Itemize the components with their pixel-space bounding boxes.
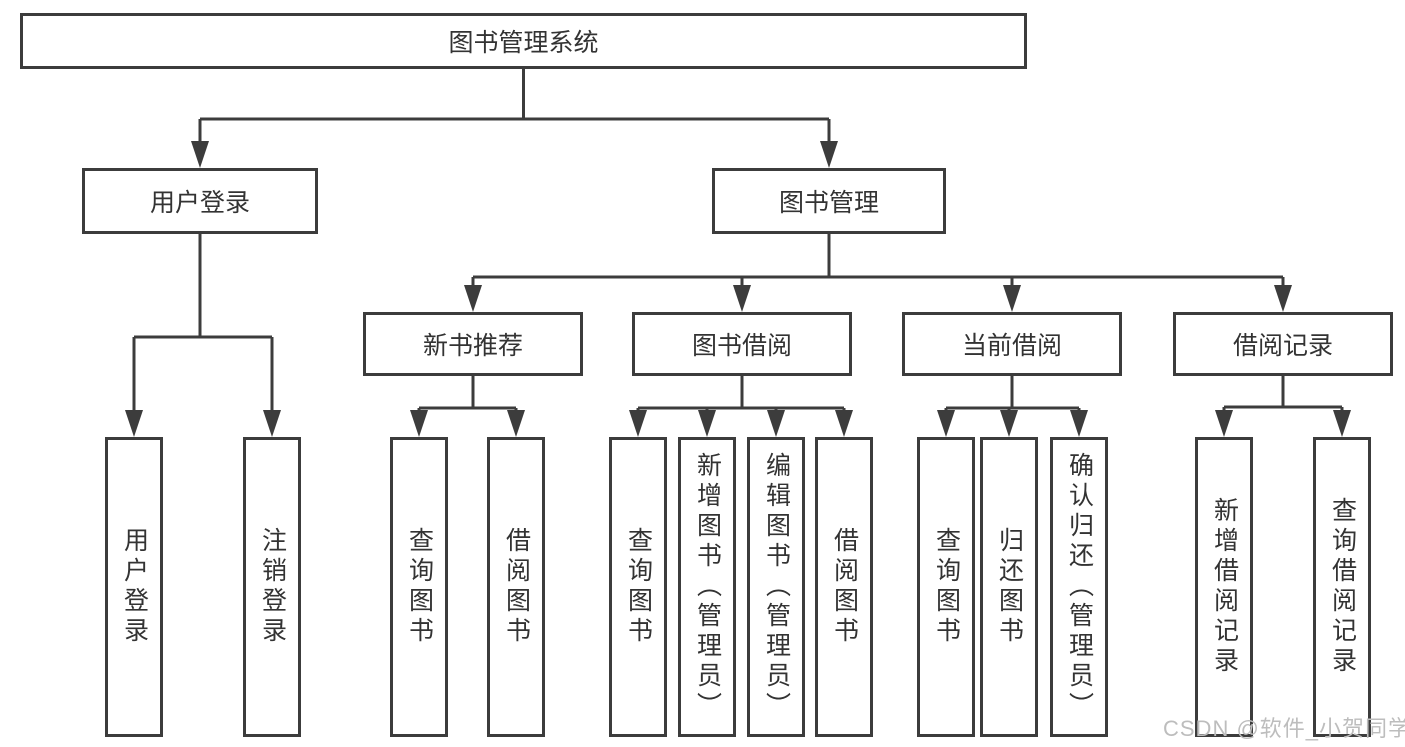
leaf-logout-login: 注销登录 bbox=[243, 437, 301, 737]
arrowhead-icons bbox=[125, 141, 1351, 437]
tree-edges bbox=[132, 69, 1344, 414]
node-label: 用户登录 bbox=[149, 189, 250, 217]
node-label: 借阅图书 bbox=[502, 527, 531, 647]
leaf-edit-books-admin: 编辑图书（管理员） bbox=[747, 437, 805, 737]
leaf-user-login: 用户登录 bbox=[105, 437, 163, 737]
leaf-return-books: 归还图书 bbox=[980, 437, 1038, 737]
node-label: 注销登录 bbox=[258, 527, 287, 647]
node-label: 图书管理 bbox=[778, 189, 879, 217]
node-label: 新增图书（管理员） bbox=[693, 452, 722, 722]
node-label: 图书借阅 bbox=[691, 332, 792, 360]
node-label: 用户登录 bbox=[120, 527, 149, 647]
node-label: 确认归还（管理员） bbox=[1065, 452, 1094, 722]
node-new-book-recommend: 新书推荐 bbox=[363, 312, 583, 376]
leaf-borrow-books: 借阅图书 bbox=[815, 437, 873, 737]
leaf-query-books-newbook: 查询图书 bbox=[390, 437, 448, 737]
leaf-query-books-borrow: 查询图书 bbox=[609, 437, 667, 737]
node-label: 图书管理系统 bbox=[448, 29, 599, 57]
node-label: 新书推荐 bbox=[422, 332, 523, 360]
leaf-query-borrow-record: 查询借阅记录 bbox=[1313, 437, 1371, 737]
leaf-borrow-books-newbook: 借阅图书 bbox=[487, 437, 545, 737]
node-label: 借阅记录 bbox=[1232, 332, 1333, 360]
node-label: 新增借阅记录 bbox=[1210, 497, 1239, 677]
node-borrow-records: 借阅记录 bbox=[1173, 312, 1393, 376]
leaf-add-books-admin: 新增图书（管理员） bbox=[678, 437, 736, 737]
node-label: 查询图书 bbox=[405, 527, 434, 647]
node-user-login: 用户登录 bbox=[82, 168, 318, 234]
node-label: 查询图书 bbox=[624, 527, 653, 647]
node-label: 当前借阅 bbox=[961, 332, 1062, 360]
leaf-add-borrow-record: 新增借阅记录 bbox=[1195, 437, 1253, 737]
node-label: 查询图书 bbox=[932, 527, 961, 647]
node-label: 编辑图书（管理员） bbox=[762, 452, 791, 722]
node-label: 借阅图书 bbox=[830, 527, 859, 647]
node-current-borrow: 当前借阅 bbox=[902, 312, 1122, 376]
node-book-management: 图书管理 bbox=[712, 168, 946, 234]
node-root-system: 图书管理系统 bbox=[20, 13, 1027, 69]
node-book-borrow: 图书借阅 bbox=[632, 312, 852, 376]
node-label: 归还图书 bbox=[995, 527, 1024, 647]
leaf-confirm-return-admin: 确认归还（管理员） bbox=[1050, 437, 1108, 737]
csdn-watermark: CSDN @软件_小贺同学 bbox=[1163, 716, 1405, 741]
leaf-query-books-current: 查询图书 bbox=[917, 437, 975, 737]
node-label: 查询借阅记录 bbox=[1328, 497, 1357, 677]
